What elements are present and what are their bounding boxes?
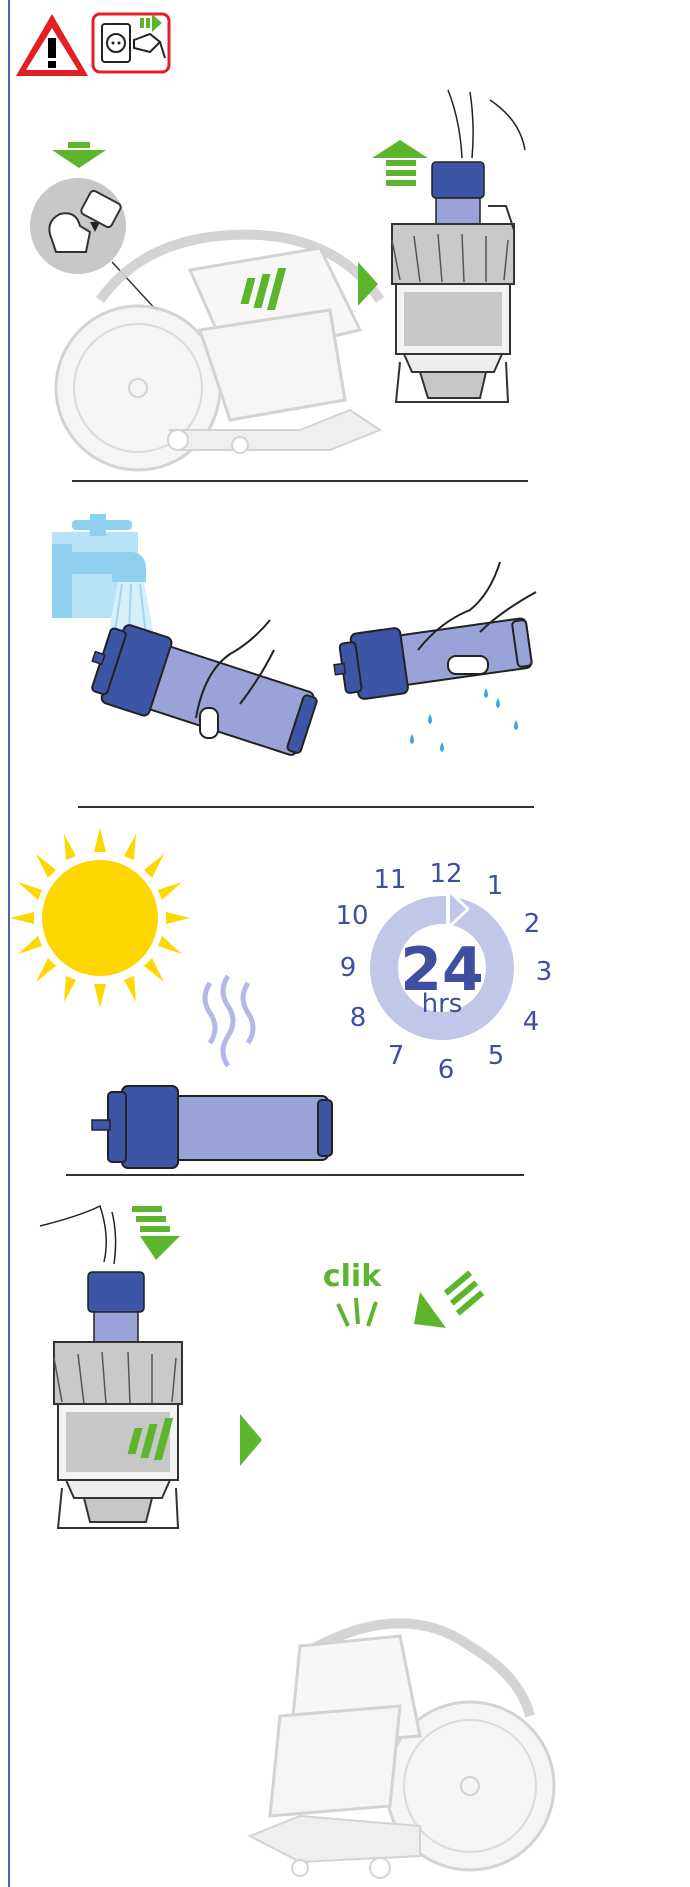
filter-washing: [81, 617, 321, 765]
sun-icon: [10, 828, 190, 1008]
clock-hour-9: 9: [340, 953, 357, 983]
hand-inserting-filter: [40, 1206, 116, 1264]
press-arrow-icon: [414, 1270, 484, 1328]
clock-hour-12: 12: [429, 859, 462, 889]
clik-label: clik: [323, 1259, 382, 1294]
heat-waves: [205, 976, 253, 1066]
cyclone-assembly: [54, 1272, 182, 1528]
step-4-panel: clik: [0, 1176, 690, 1887]
cyclone-with-filter: [392, 90, 525, 402]
filter-draining: [330, 610, 533, 703]
click-sound-indicator: clik: [323, 1259, 382, 1326]
clock-hour-6: 6: [438, 1055, 455, 1085]
clock-hour-3: 3: [536, 957, 553, 987]
step-3-panel: 24 hrs 12 1 2 3 4 5 6 7 8 9 10 11: [0, 808, 690, 1174]
clock-hour-8: 8: [350, 1003, 367, 1033]
down-arrow-icon: [52, 142, 106, 168]
insert-arrow-icon: [132, 1206, 180, 1260]
warning-triangle-icon: [16, 14, 88, 76]
clock-hour-1: 1: [487, 871, 504, 901]
release-button-icon: [30, 178, 158, 312]
clock-hour-2: 2: [524, 909, 541, 939]
water-droplets: [410, 688, 518, 752]
clock-hour-11: 11: [373, 865, 406, 895]
step-2-panel: [0, 482, 690, 806]
clock-unit: hrs: [422, 989, 463, 1019]
step-1-panel: [0, 0, 690, 480]
vacuum-cleaner-reassembled: [250, 1623, 554, 1878]
drying-clock: 24 hrs 12 1 2 3 4 5 6 7 8 9 10 11: [335, 859, 552, 1085]
clock-hour-5: 5: [488, 1041, 505, 1071]
unplug-icon: [93, 14, 169, 72]
filter-drying: [92, 1086, 332, 1168]
clock-hour-10: 10: [335, 901, 368, 931]
vacuum-cleaner-faded: [56, 235, 380, 470]
clock-hour-4: 4: [523, 1007, 540, 1037]
clock-hour-7: 7: [388, 1041, 405, 1071]
up-arrow-icon: [372, 140, 428, 186]
